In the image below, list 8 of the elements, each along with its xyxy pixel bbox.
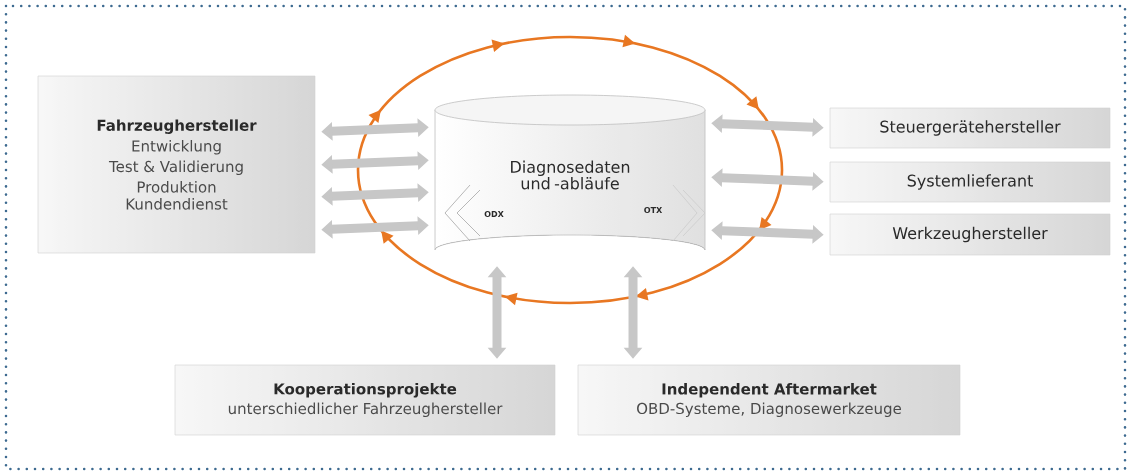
stakeholder-box: Steuergerätehersteller bbox=[829, 107, 1111, 149]
format-label: OTX bbox=[644, 206, 663, 214]
stakeholder-box: Kooperationsprojekte unterschiedlicher Fahrzeughersteller bbox=[174, 364, 556, 436]
stakeholder-box: Independent Aftermarket OBD-Systeme, Diagnosewerkzeuge bbox=[577, 364, 961, 436]
stakeholder-box: Werkzeughersteller bbox=[829, 213, 1111, 256]
stakeholder-box: Fahrzeughersteller Entwicklung Test & Validierung Produktion Kundendienst bbox=[37, 75, 316, 254]
stakeholder-box: Systemlieferant bbox=[829, 161, 1111, 203]
format-label: ODX bbox=[484, 210, 504, 218]
